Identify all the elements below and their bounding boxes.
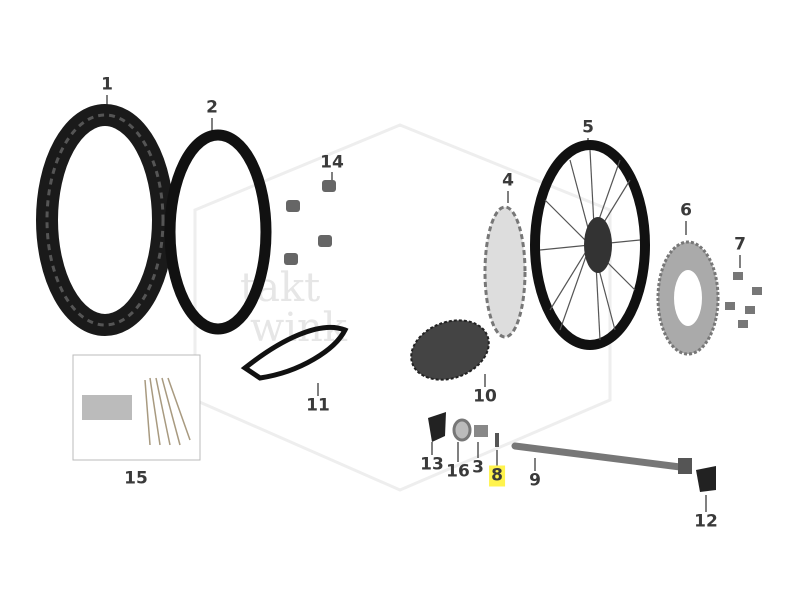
part-label-3[interactable]: 3 bbox=[472, 457, 484, 478]
spacer-part bbox=[474, 425, 488, 437]
part-label-7[interactable]: 7 bbox=[734, 234, 746, 255]
part-label-15[interactable]: 15 bbox=[124, 468, 148, 489]
part-label-10[interactable]: 10 bbox=[473, 386, 497, 407]
bolts-part bbox=[284, 180, 336, 265]
sprocket-nuts-part bbox=[725, 272, 762, 328]
part-label-13[interactable]: 13 bbox=[420, 454, 444, 475]
spokes-part bbox=[144, 377, 191, 446]
wheel-rim-part bbox=[530, 140, 650, 350]
axle-part bbox=[511, 442, 692, 474]
part-label-9[interactable]: 9 bbox=[529, 470, 541, 491]
part-label-1[interactable]: 1 bbox=[101, 74, 113, 95]
part-label-5[interactable]: 5 bbox=[582, 117, 594, 138]
chain-part bbox=[410, 319, 490, 381]
tire-part bbox=[36, 104, 174, 336]
inner-tube-part bbox=[164, 129, 272, 335]
leader-lines bbox=[106, 95, 741, 512]
part-label-6[interactable]: 6 bbox=[680, 200, 692, 221]
part-label-16[interactable]: 16 bbox=[446, 461, 470, 482]
rim-tape-part bbox=[240, 324, 349, 381]
part-label-14[interactable]: 14 bbox=[320, 152, 344, 173]
part-label-4[interactable]: 4 bbox=[502, 170, 514, 191]
brake-disc-part bbox=[483, 205, 527, 339]
sprocket-part bbox=[656, 240, 720, 356]
nipples-part bbox=[82, 395, 132, 420]
dust-cap-left-part bbox=[428, 412, 446, 442]
dust-cap-right-part bbox=[696, 466, 716, 492]
part-label-12[interactable]: 12 bbox=[694, 511, 718, 532]
bearing-part bbox=[452, 418, 472, 442]
part-label-8-highlighted[interactable]: 8 bbox=[489, 465, 505, 487]
part-label-2[interactable]: 2 bbox=[206, 97, 218, 118]
watermark-hexagon bbox=[193, 123, 612, 492]
part-label-11[interactable]: 11 bbox=[306, 395, 330, 416]
pin-part bbox=[495, 433, 499, 447]
